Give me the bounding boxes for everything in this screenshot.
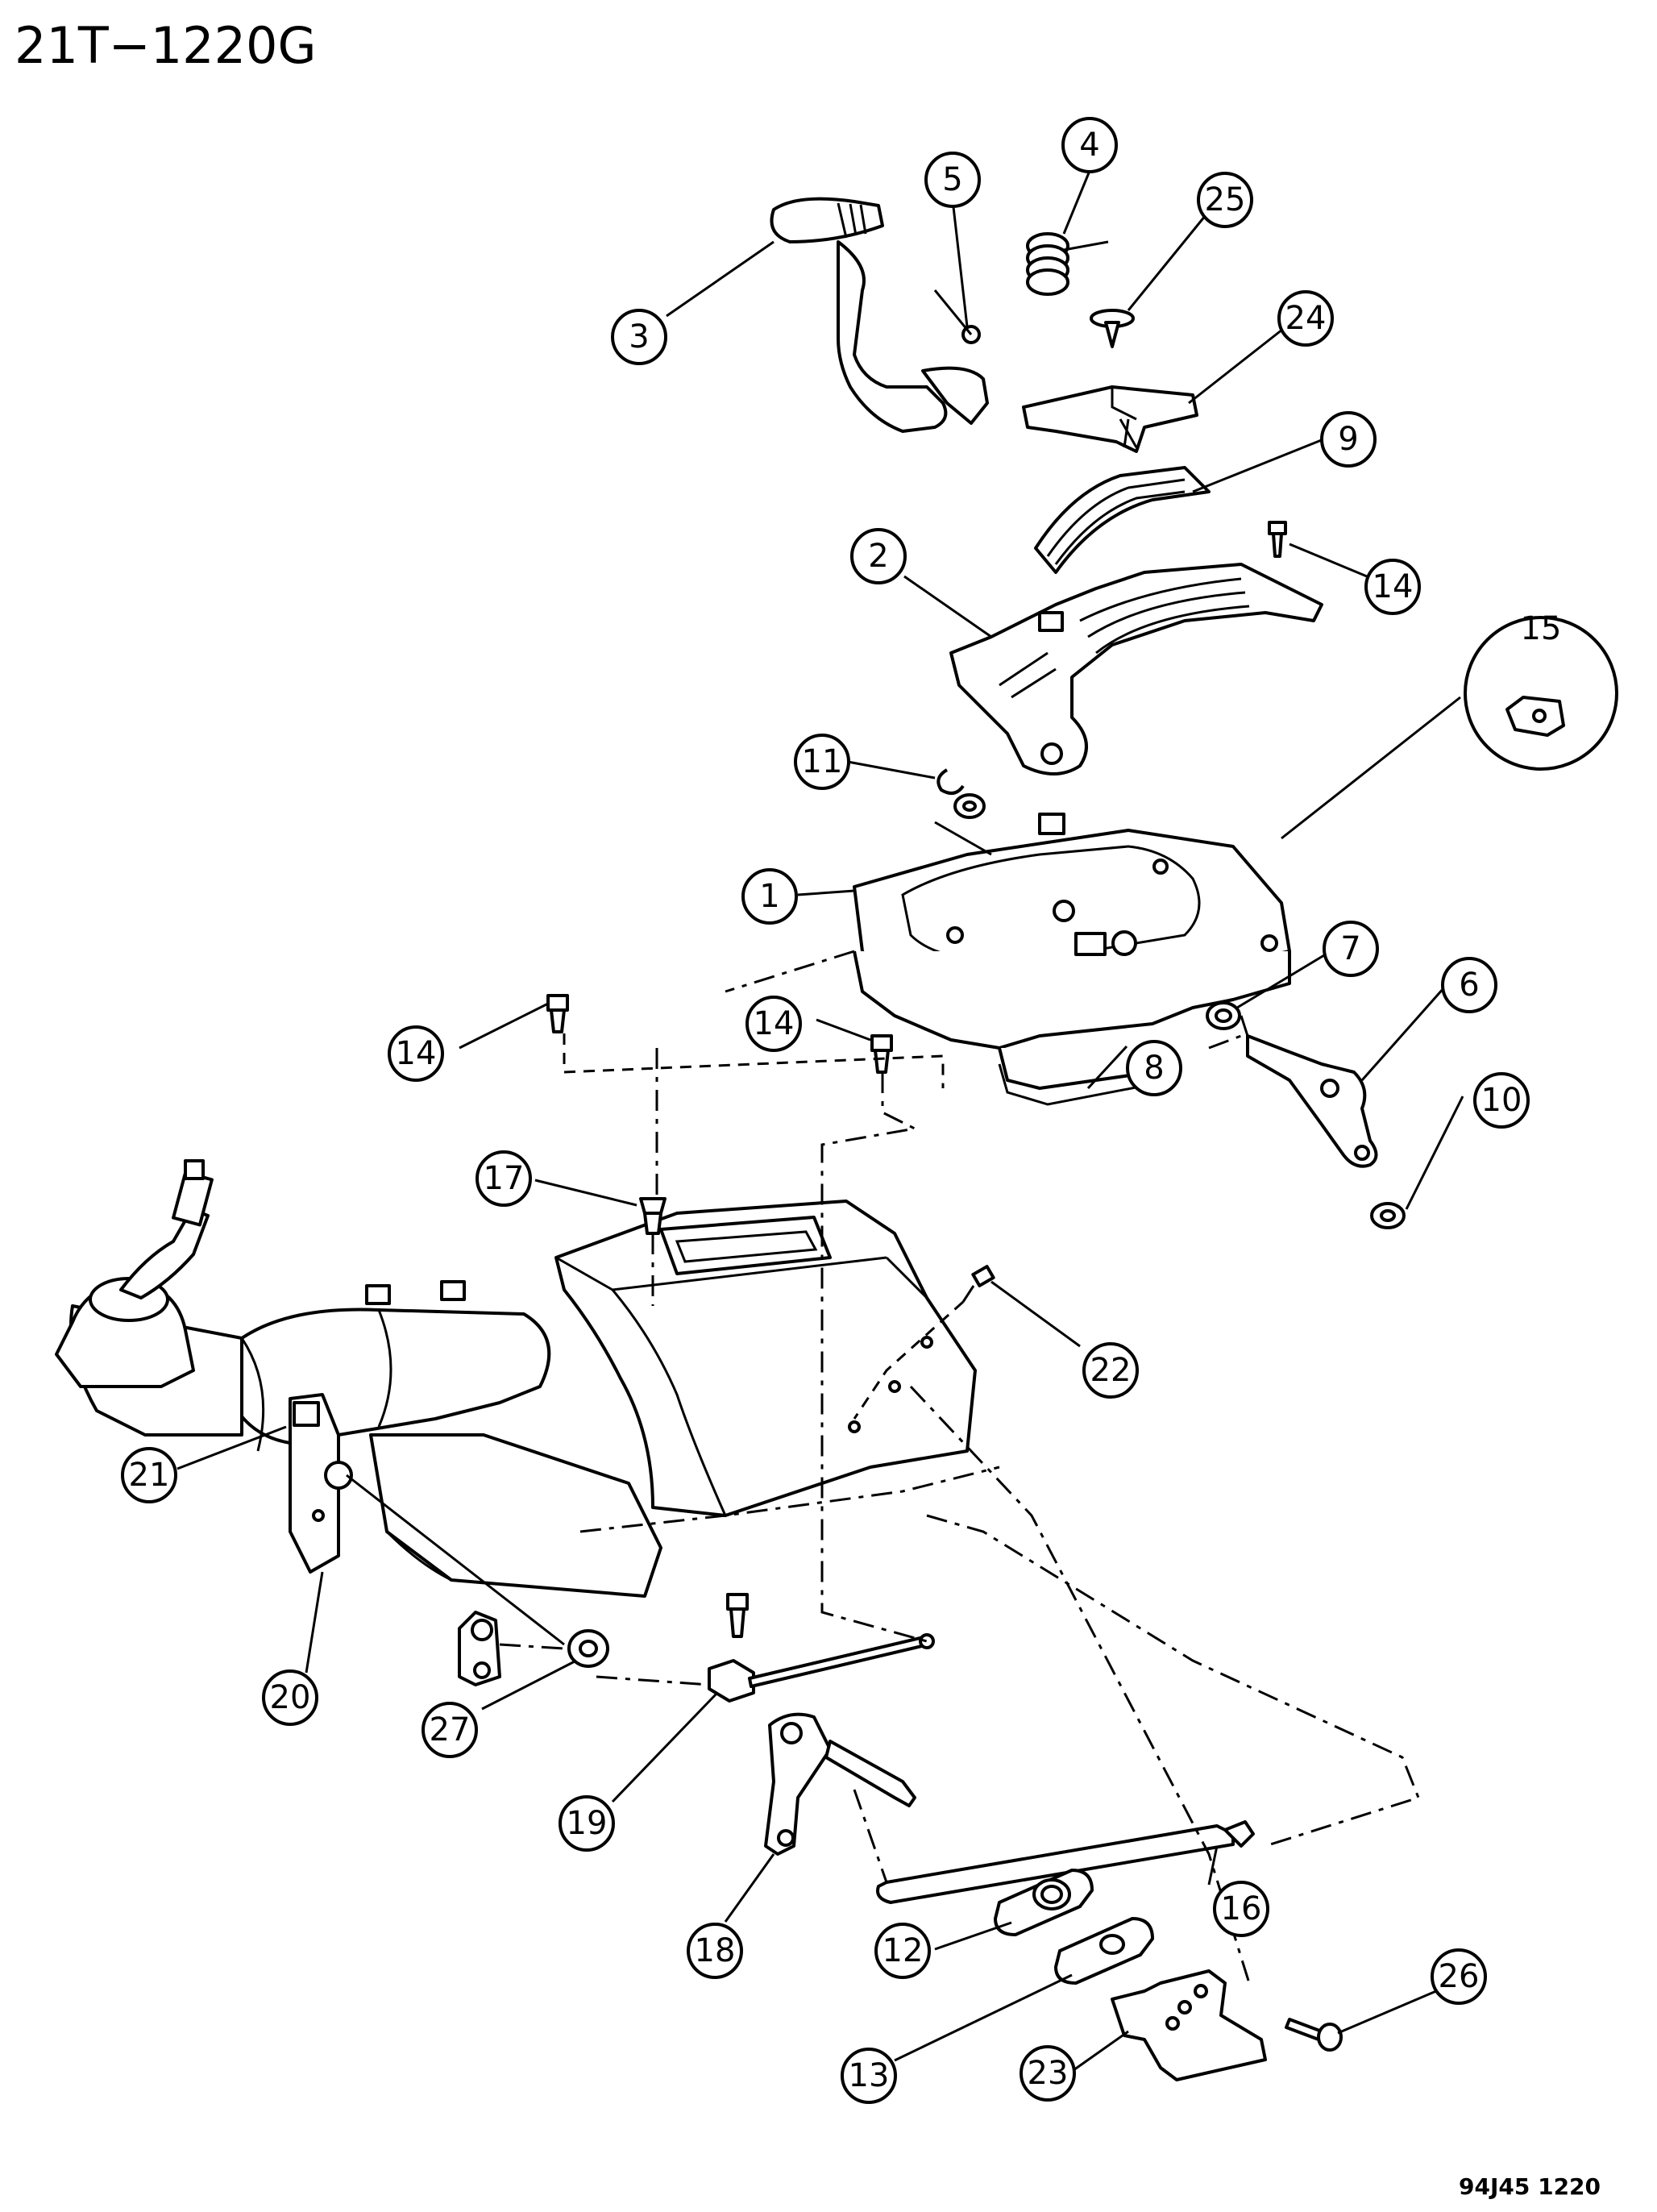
drawing-code: 94J45 1220 bbox=[1459, 2173, 1601, 2200]
svg-text:12: 12 bbox=[882, 1932, 924, 1969]
bolt bbox=[1268, 521, 1287, 558]
callout-20: 20 bbox=[262, 1669, 318, 1726]
callout-7: 7 bbox=[1323, 921, 1379, 977]
callout-19: 19 bbox=[559, 1795, 615, 1852]
shift-bracket bbox=[949, 563, 1323, 775]
bolt bbox=[546, 994, 569, 1033]
callout-8: 8 bbox=[1126, 1040, 1182, 1096]
nut bbox=[1370, 1202, 1406, 1229]
callout-5: 5 bbox=[924, 152, 981, 208]
svg-text:11: 11 bbox=[802, 743, 843, 780]
callout-21: 21 bbox=[121, 1447, 177, 1503]
callout-14-center: 14 bbox=[745, 996, 802, 1052]
callout-25: 25 bbox=[1197, 172, 1253, 228]
callout-23: 23 bbox=[1020, 2045, 1076, 2102]
callout-24: 24 bbox=[1277, 290, 1334, 347]
svg-text:27: 27 bbox=[430, 1711, 471, 1748]
svg-text:16: 16 bbox=[1221, 1890, 1262, 1927]
callout-10: 10 bbox=[1473, 1072, 1530, 1129]
svg-text:23: 23 bbox=[1028, 2055, 1069, 2092]
callout-16: 16 bbox=[1213, 1881, 1269, 1937]
svg-text:9: 9 bbox=[1338, 421, 1358, 458]
bolt bbox=[961, 1265, 995, 1303]
callout-18: 18 bbox=[687, 1923, 743, 1979]
callout-17: 17 bbox=[476, 1150, 532, 1207]
svg-text:2: 2 bbox=[868, 538, 888, 575]
callout-13: 13 bbox=[841, 2048, 897, 2104]
svg-text:19: 19 bbox=[567, 1805, 608, 1842]
screw bbox=[1090, 309, 1135, 348]
callout-14-left: 14 bbox=[388, 1025, 444, 1082]
push-pin bbox=[639, 1197, 667, 1235]
callout-26: 26 bbox=[1431, 1948, 1487, 2005]
svg-text:5: 5 bbox=[942, 161, 962, 198]
shifter-base bbox=[853, 813, 1291, 1106]
svg-text:14: 14 bbox=[1373, 568, 1414, 605]
svg-text:26: 26 bbox=[1439, 1958, 1480, 1995]
callout-11: 11 bbox=[794, 734, 850, 790]
svg-text:14: 14 bbox=[396, 1035, 437, 1072]
callout-27: 27 bbox=[422, 1702, 478, 1758]
console-cover bbox=[554, 1200, 977, 1517]
grommet bbox=[953, 793, 986, 819]
leader-lines bbox=[176, 170, 1464, 2072]
svg-text:6: 6 bbox=[1459, 967, 1479, 1004]
callout-9: 9 bbox=[1320, 411, 1377, 468]
assembly-lines bbox=[346, 821, 1420, 1984]
svg-text:18: 18 bbox=[695, 1932, 736, 1969]
shift-link bbox=[1246, 1034, 1378, 1168]
svg-text:13: 13 bbox=[849, 2057, 890, 2094]
svg-text:14: 14 bbox=[754, 1005, 795, 1042]
svg-text:15: 15 bbox=[1521, 610, 1562, 647]
drawing-id: 21T−1220G bbox=[15, 16, 317, 75]
svg-text:20: 20 bbox=[270, 1679, 311, 1716]
shift-lever bbox=[770, 197, 989, 433]
callout-6: 6 bbox=[1441, 957, 1497, 1013]
svg-text:8: 8 bbox=[1144, 1050, 1164, 1087]
callout-15: 15 bbox=[1521, 610, 1562, 647]
clip-nut-inset bbox=[1464, 616, 1618, 771]
svg-text:17: 17 bbox=[484, 1160, 525, 1197]
washer bbox=[1206, 1001, 1241, 1030]
bolt bbox=[870, 1034, 893, 1074]
shift-rod-assembly bbox=[567, 1593, 1343, 2081]
svg-text:21: 21 bbox=[129, 1457, 170, 1494]
indicator-plate bbox=[1034, 466, 1211, 574]
svg-text:24: 24 bbox=[1285, 300, 1327, 337]
svg-text:10: 10 bbox=[1481, 1082, 1522, 1119]
svg-text:1: 1 bbox=[759, 878, 779, 915]
svg-text:22: 22 bbox=[1090, 1352, 1132, 1389]
callout-14-top: 14 bbox=[1364, 559, 1421, 615]
svg-text:7: 7 bbox=[1340, 930, 1360, 967]
spring bbox=[1026, 232, 1109, 296]
callout-12: 12 bbox=[874, 1923, 931, 1979]
callout-4: 4 bbox=[1061, 117, 1118, 173]
svg-text:3: 3 bbox=[629, 318, 649, 356]
callout-1: 1 bbox=[741, 868, 798, 925]
clip-ring bbox=[936, 768, 965, 795]
transmission-housing bbox=[55, 1159, 662, 1686]
callout-3: 3 bbox=[611, 309, 667, 365]
svg-text:4: 4 bbox=[1079, 127, 1099, 164]
svg-text:25: 25 bbox=[1205, 181, 1246, 218]
retainer-plate bbox=[1022, 385, 1198, 453]
callout-2: 2 bbox=[850, 528, 907, 584]
callout-22: 22 bbox=[1082, 1342, 1139, 1399]
